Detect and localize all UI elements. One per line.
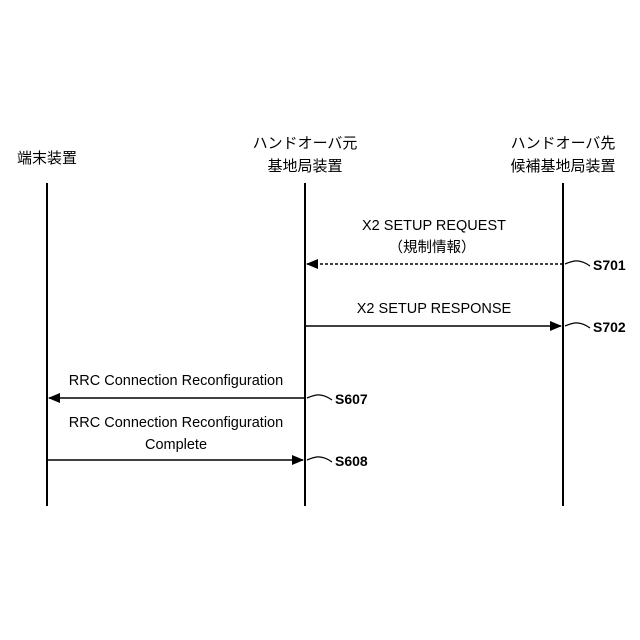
s608-step-label: S608 xyxy=(335,453,368,469)
target-bs-header-line1: ハンドオーバ先 xyxy=(511,135,616,152)
s701-label-line2: （規制情報） xyxy=(389,239,476,256)
s701-label-line1: X2 SETUP REQUEST xyxy=(362,218,506,234)
s701-step-label: S701 xyxy=(593,257,626,273)
source-bs-header-line2: 基地局装置 xyxy=(267,158,342,175)
source-bs-header-line1: ハンドオーバ元 xyxy=(253,135,358,152)
terminal-header: 端末装置 xyxy=(17,150,77,167)
target-bs-header-line2: 候補基地局装置 xyxy=(510,158,615,175)
s608-step-leader xyxy=(307,457,332,462)
s608-label-line1: RRC Connection Reconfiguration xyxy=(69,415,283,431)
s702-step-label: S702 xyxy=(593,319,626,335)
s702-label: X2 SETUP RESPONSE xyxy=(357,301,512,317)
s607-step-label: S607 xyxy=(335,391,368,407)
s607-label: RRC Connection Reconfiguration xyxy=(69,373,283,389)
s607-step-leader xyxy=(307,395,332,400)
s608-label-line2: Complete xyxy=(145,437,207,453)
s702-step-leader xyxy=(565,323,590,328)
s701-step-leader xyxy=(565,261,590,266)
